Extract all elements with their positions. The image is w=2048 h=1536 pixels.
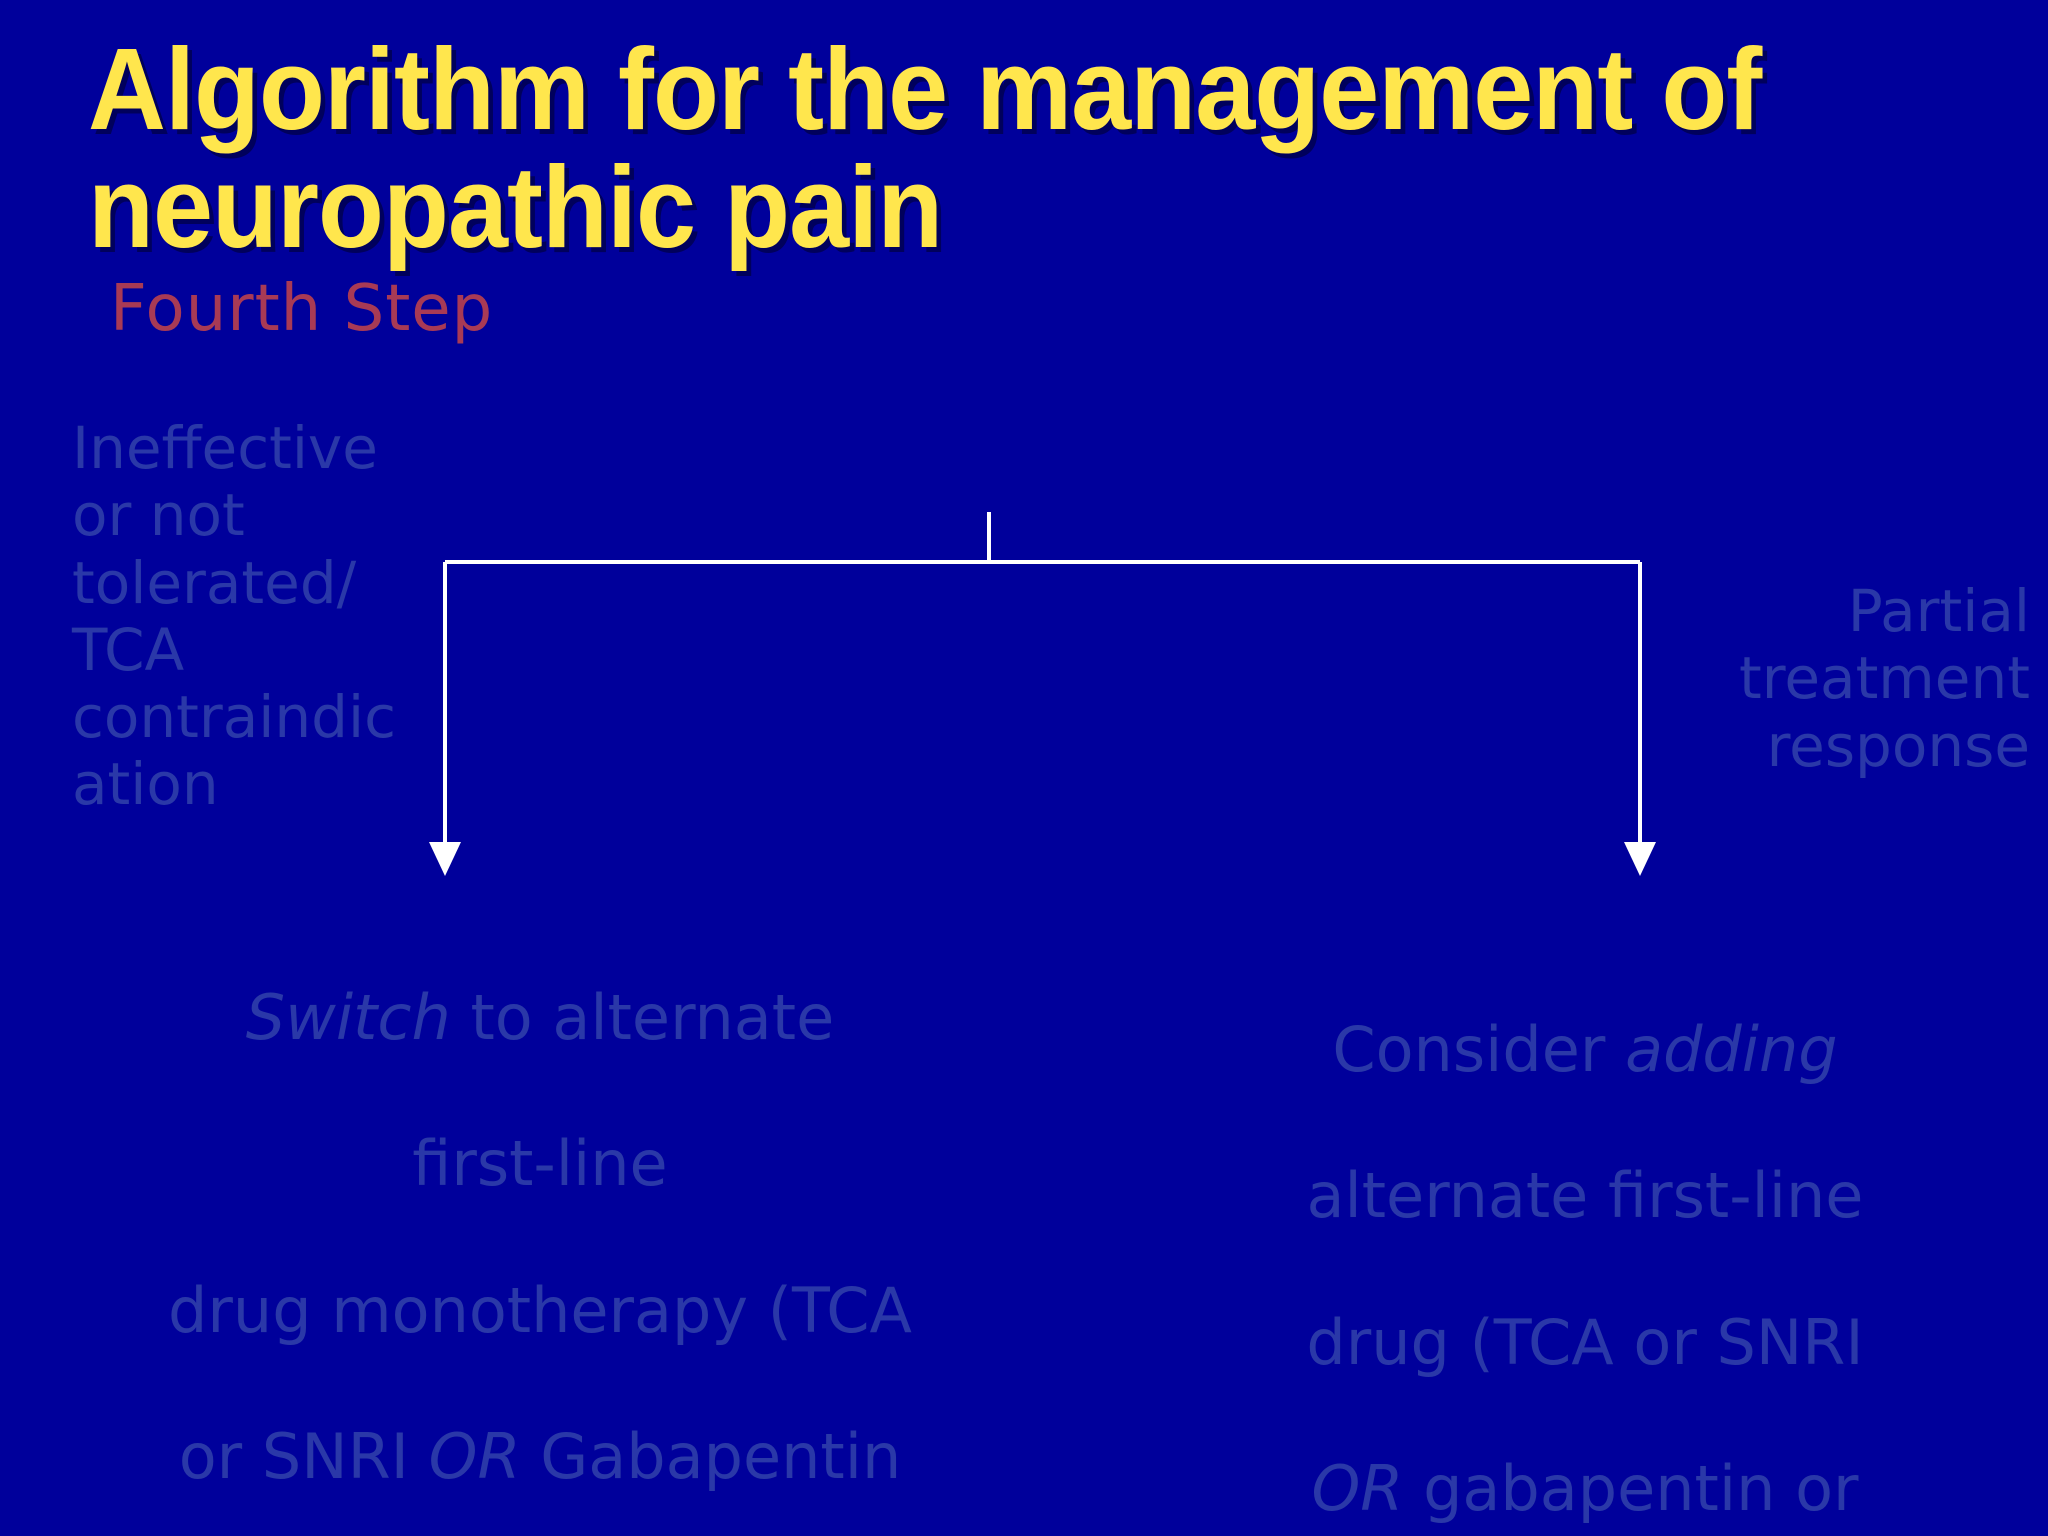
right-action-line2: alternate first-line: [1306, 1159, 1864, 1233]
right-action-line4-post: gabapentin or: [1403, 1452, 1859, 1526]
left-action-emphasis-or: OR: [428, 1420, 521, 1494]
right-action-line3: drug (TCA or SNRI: [1306, 1305, 1864, 1379]
right-action-emphasis-or: OR: [1311, 1452, 1404, 1526]
left-action-line4-post: Gabapentin: [520, 1420, 902, 1494]
left-action-emphasis-switch: Switch: [245, 981, 451, 1055]
left-action-line3: drug monotherapy (TCA: [168, 1273, 912, 1347]
right-action-emphasis-adding: adding: [1625, 1013, 1838, 1087]
right-arrowhead: [1624, 842, 1656, 876]
left-branch-condition-label: Ineffective or not tolerated/ TCA contra…: [72, 414, 396, 819]
left-action-line4-pre: or SNRI: [178, 1420, 429, 1494]
left-arrowhead: [429, 842, 461, 876]
right-action-line1-pre: Consider: [1332, 1013, 1626, 1087]
left-action-line2: first-line: [412, 1127, 668, 1201]
left-action-line1-rest: to alternate: [450, 981, 835, 1055]
slide-subtitle: Fourth Step: [110, 272, 494, 346]
right-branch-action-text: Consider adding alternate first-line dru…: [1185, 940, 1985, 1536]
right-branch-condition-label: Partial treatment response: [1739, 577, 2030, 780]
left-branch-action-text: Switch to alternate first-line drug mono…: [60, 908, 1020, 1536]
page-title: Algorithm for the management of neuropat…: [88, 24, 1762, 273]
